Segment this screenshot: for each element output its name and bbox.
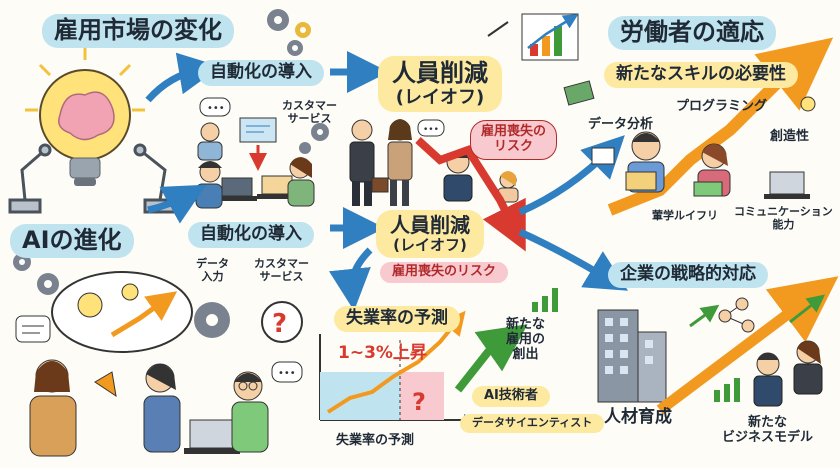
corporate-strategy-title: 企業の戦略的対応 <box>608 262 768 288</box>
skills-needed-label: 新たなスキルの必要性 <box>604 62 798 88</box>
laptop-icon <box>217 177 257 201</box>
person-icon <box>625 131 665 193</box>
person-icon <box>793 340 823 395</box>
person-icon <box>29 359 77 457</box>
job-loss-banner: 雇用喪失のリスク <box>380 262 509 283</box>
customer-service-label-mid: カスタマーサービス <box>254 257 309 283</box>
automation-label-top: 自動化の導入 <box>198 60 324 86</box>
gear-icon <box>299 123 329 154</box>
speech-bubble-icon: ••• <box>271 361 303 383</box>
svg-text:?: ? <box>272 309 287 339</box>
lightbulb-brain-icon <box>25 45 145 186</box>
growth-chart-icon <box>487 13 579 61</box>
question-icon: ? <box>412 388 426 416</box>
book-icon <box>563 80 595 106</box>
speech-bubble-icon: ••• <box>417 119 445 137</box>
person-icon <box>349 119 375 206</box>
programming-label: プログラミング <box>676 99 768 114</box>
book-icon <box>591 147 615 165</box>
gear-icon <box>267 9 311 56</box>
growth-arrow <box>656 276 839 415</box>
gear-icon <box>194 302 230 338</box>
title: 雇用市場の変化 <box>42 14 234 48</box>
svg-text:•••: ••• <box>207 103 225 114</box>
data-scientist-label: データサイエンティスト <box>460 414 605 433</box>
svg-text:•••: ••• <box>278 368 296 379</box>
talent-development-label: 人材育成 <box>604 407 672 427</box>
question-icon: ? <box>261 301 303 343</box>
customer-service-label-top: カスタマーサービス <box>282 99 337 125</box>
layoffs-label-top: 人員削減(レイオフ) <box>378 56 502 113</box>
bar-chart-icon <box>532 288 558 312</box>
person-icon <box>387 119 413 206</box>
person-icon <box>231 371 269 453</box>
network-icon <box>718 297 755 333</box>
building-icon <box>597 309 667 403</box>
unemployment-range: 1~3%上昇 <box>338 343 427 363</box>
data-entry-label: データ入力 <box>196 257 229 283</box>
person-icon <box>753 352 783 407</box>
unemployment-chart: ? <box>319 310 476 426</box>
automation-label-mid: 自動化の導入 <box>188 222 314 248</box>
person-icon <box>197 122 223 161</box>
unemployment-bottom-label: 失業率の予測 <box>336 433 415 448</box>
laptop-icon <box>184 419 240 454</box>
lightbulb-icon <box>800 96 816 112</box>
monitor-icon <box>239 117 277 143</box>
gear-icon <box>13 253 59 295</box>
worker-adaptation-title: 労働者の適応 <box>608 16 776 50</box>
speech-bubble-icon: ••• <box>199 97 231 117</box>
relearning-label: 葷学ルイフリ <box>652 209 718 222</box>
data-analysis-label: データ分析 <box>588 117 654 132</box>
person-icon <box>195 161 223 209</box>
new-jobs-label: 新たな雇用の創出 <box>506 317 546 362</box>
creativity-label: 創造性 <box>770 129 810 144</box>
person-icon <box>143 363 181 453</box>
ai-engineer-label: AI技術者 <box>472 386 550 407</box>
svg-text:•••: ••• <box>423 125 439 135</box>
speech-bubble-icon <box>15 315 51 343</box>
job-loss-bubble: 雇用喪失のリスク <box>470 120 558 160</box>
new-business-model-label: 新たなビジネスモデル <box>722 415 814 445</box>
person-icon <box>693 143 731 197</box>
bar-chart-icon <box>714 378 740 402</box>
person-icon <box>287 157 315 207</box>
communication-label: コミュニケーション能力 <box>734 205 833 231</box>
thought-bubble-icon <box>51 271 193 353</box>
layoffs-label-mid: 人員削減(レイオフ) <box>376 210 484 259</box>
unemployment-title: 失業率の予測 <box>334 306 460 332</box>
ai-evolution-label: AIの進化 <box>10 224 134 258</box>
laptop-icon <box>764 171 810 199</box>
